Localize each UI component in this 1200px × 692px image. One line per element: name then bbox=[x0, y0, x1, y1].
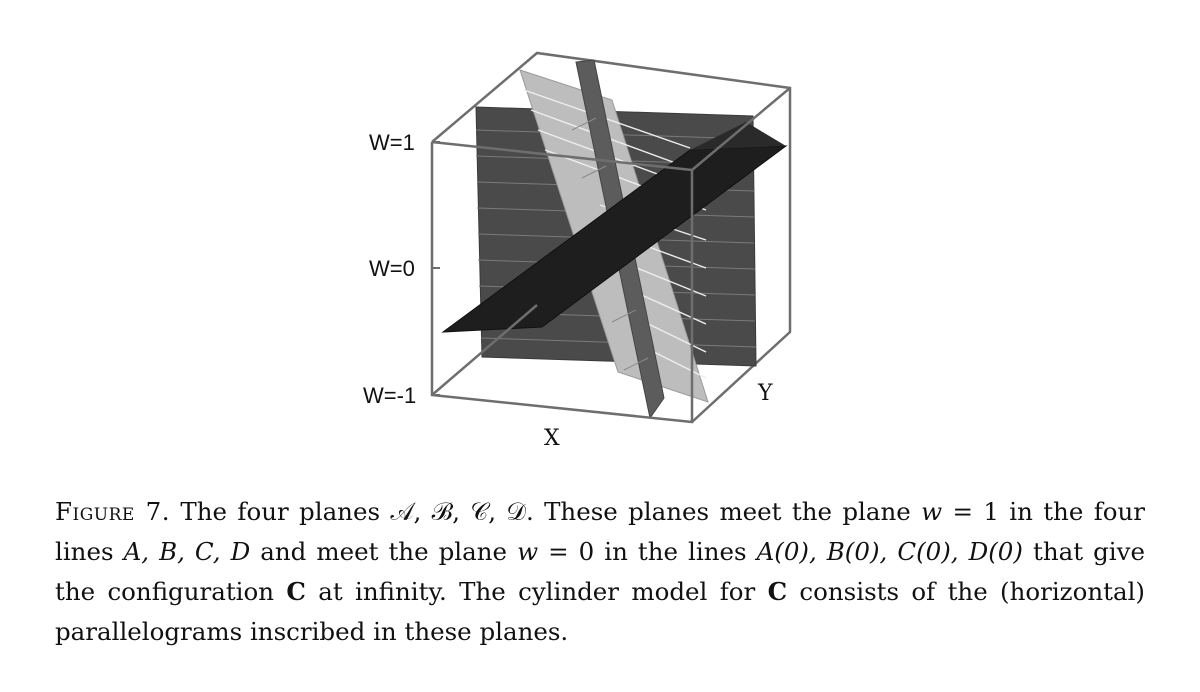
caption-line4: (horizontal) parallelograms inscribed in… bbox=[55, 577, 1145, 646]
figure-caption: Figure 7. The four planes 𝒜, ℬ, 𝒞, 𝒟. Th… bbox=[55, 492, 1145, 652]
wneg1-label: W=-1 bbox=[363, 383, 416, 408]
figure-7-plot: W=1 W=0 W=-1 X Y bbox=[363, 51, 792, 451]
caption-lines-abcd: A, B, C, D bbox=[123, 537, 251, 566]
caption-line2b: and meet the plane bbox=[260, 537, 508, 566]
caption-line2: four lines bbox=[55, 497, 1146, 566]
caption-var-w2: w bbox=[517, 537, 539, 566]
caption-line3b: at infinity. The cylinder model for bbox=[318, 577, 756, 606]
caption-line3c: consists of the bbox=[799, 577, 988, 606]
w1-label: W=1 bbox=[369, 130, 415, 155]
caption-eq2: = 0 in the lines bbox=[538, 537, 747, 566]
caption-bold-c2: C bbox=[767, 577, 788, 606]
caption-figure-label: Figure 7. bbox=[55, 497, 171, 526]
caption-lines-zero: A(0), B(0), C(0), D(0) bbox=[756, 537, 1023, 566]
caption-var-w1: w bbox=[921, 497, 943, 526]
caption-bold-c1: C bbox=[286, 577, 306, 606]
caption-line3: that give the configuration bbox=[55, 537, 1145, 606]
w0-label: W=0 bbox=[369, 256, 415, 281]
w-axis-ticks bbox=[432, 141, 440, 396]
box-front-edges bbox=[430, 87, 791, 424]
y-axis-label: Y bbox=[757, 381, 773, 406]
caption-line1: The four planes 𝒜, ℬ, 𝒞, 𝒟. These planes… bbox=[180, 497, 911, 526]
caption-eq1: = 1 in the bbox=[942, 497, 1084, 526]
x-axis-label: X bbox=[544, 426, 560, 451]
